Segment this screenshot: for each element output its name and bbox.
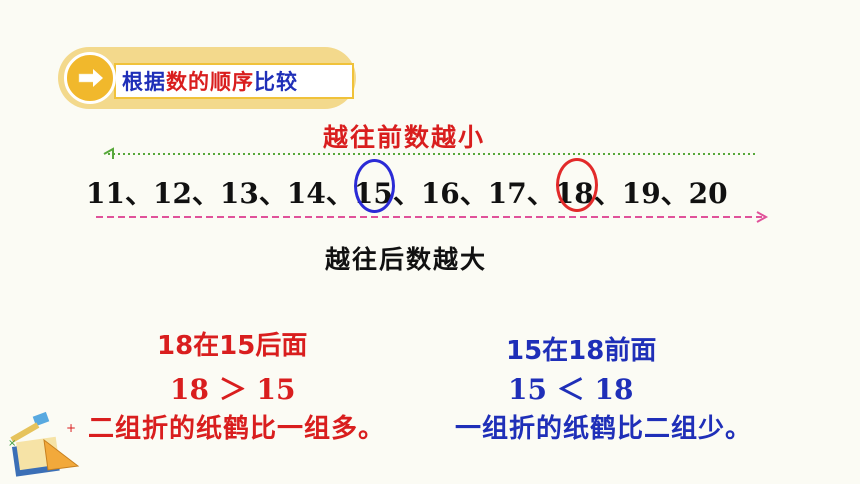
badge-text-highlight: 数的顺序: [166, 70, 254, 94]
svg-text:+: +: [66, 421, 76, 435]
number-sequence: 11、12、13、14、15、16、17、18、19、20: [86, 177, 728, 210]
stationery-icon: + ×: [8, 411, 80, 477]
left-compare: 18 ＞ 15: [170, 373, 296, 406]
svg-text:×: ×: [8, 438, 16, 449]
bottom-phrase: 越往后数越大: [325, 245, 488, 274]
right-arrow: [96, 211, 769, 223]
section-title: 根据数的顺序比较: [122, 66, 298, 96]
left-arrow: [103, 147, 757, 159]
left-sentence: 二组折的纸鹤比一组多。: [88, 414, 386, 444]
highlight-circle-15: [354, 159, 395, 213]
right-sentence: 一组折的纸鹤比二组少。: [455, 414, 753, 444]
right-statement: 15在18前面: [506, 336, 657, 366]
arrow-right-icon: [64, 52, 116, 104]
badge-text-prefix: 根据: [122, 70, 166, 94]
left-statement: 18在15后面: [157, 331, 308, 361]
right-compare: 15 ＜ 18: [508, 373, 634, 406]
badge-label-box: [114, 63, 354, 99]
highlight-circle-18: [556, 158, 598, 212]
badge-text-suffix: 比较: [254, 70, 298, 94]
top-phrase: 越往前数越小: [323, 123, 486, 152]
